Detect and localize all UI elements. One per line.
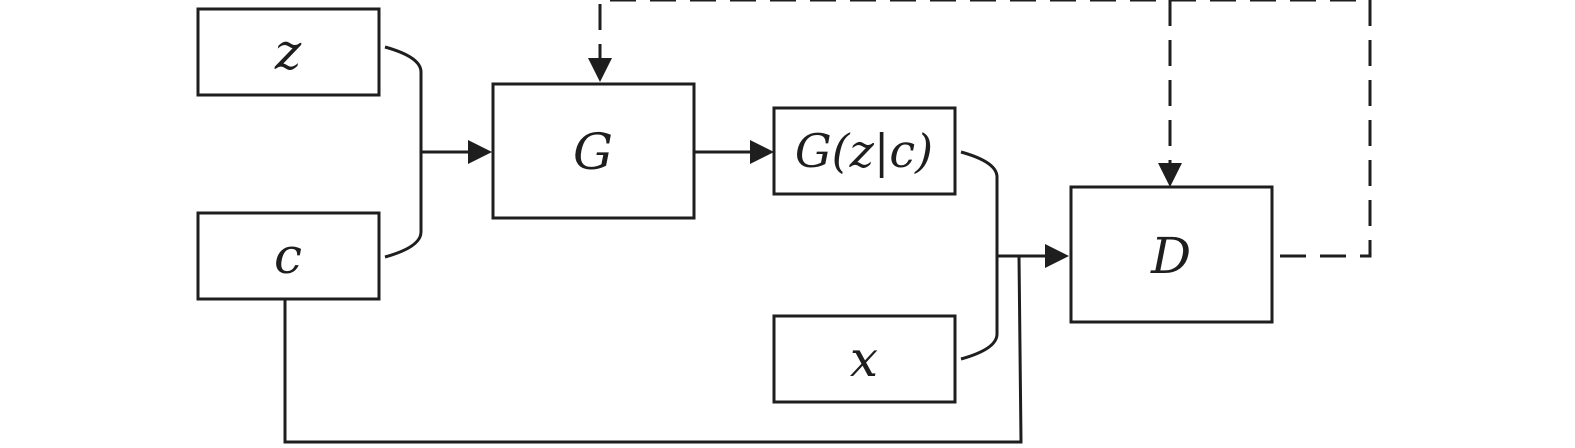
- c-to-d-line: [283, 255, 1023, 444]
- arrow-into-g-top: [588, 58, 612, 82]
- generated-sample-box: [772, 106, 957, 196]
- real-sample-box: [772, 314, 957, 404]
- arrow-into-g: [468, 140, 492, 164]
- z-to-merge-line: [384, 45, 423, 259]
- generated-sample-label: G(z|c): [795, 124, 933, 178]
- discriminator-label: D: [1150, 227, 1191, 285]
- arrow-into-generated-sample: [750, 140, 774, 164]
- real-sample-label: x: [850, 330, 878, 388]
- z-label: z: [274, 23, 302, 81]
- generator-box: [491, 82, 696, 220]
- arrow-into-d: [1045, 244, 1069, 268]
- c-label: c: [274, 227, 302, 285]
- z-box: [196, 7, 381, 97]
- generator-label: G: [573, 123, 613, 181]
- discriminator-box: [1069, 185, 1274, 324]
- arrow-into-d-top: [1158, 163, 1182, 187]
- samples-merge-line: [960, 150, 999, 361]
- c-box: [196, 211, 381, 301]
- feedback-dashed-line: [598, 0, 1372, 258]
